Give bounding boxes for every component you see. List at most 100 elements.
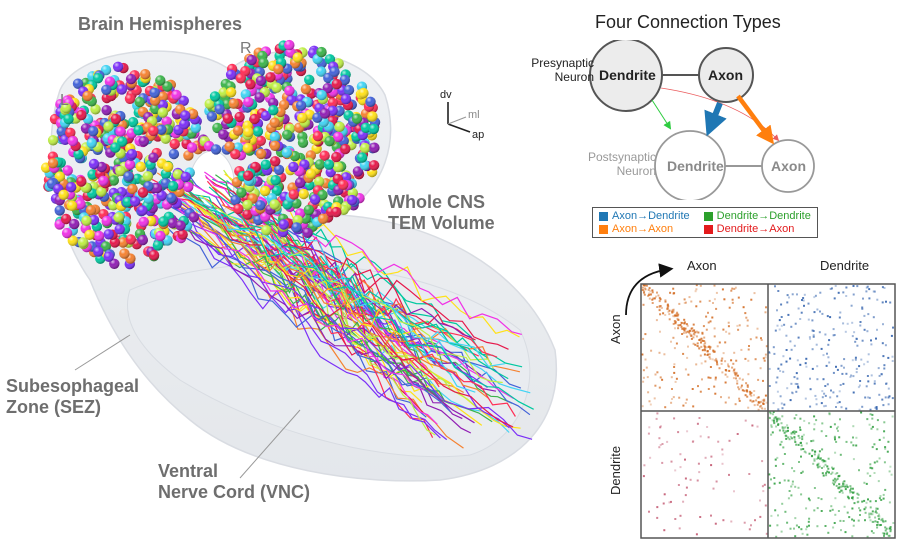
matrix-cell: [651, 291, 654, 294]
matrix-cell: [791, 391, 794, 394]
pre-dendrite-node: [589, 40, 663, 112]
matrix-cell: [846, 485, 849, 488]
soma-shading: [180, 110, 191, 121]
matrix-cell: [856, 501, 859, 504]
matrix-cell: [852, 524, 855, 527]
matrix-cell: [773, 477, 776, 479]
matrix-cell: [803, 419, 806, 422]
matrix-cell: [824, 525, 827, 527]
matrix-cell: [832, 328, 835, 331]
matrix-cell: [762, 379, 764, 382]
matrix-cell: [746, 390, 749, 393]
matrix-cell: [687, 345, 689, 348]
matrix-cell: [645, 284, 648, 287]
matrix-cell: [780, 440, 783, 443]
matrix-cell: [825, 474, 828, 477]
legend-axon-axon: Axon→Axon: [599, 223, 690, 235]
matrix-cell: [718, 341, 721, 344]
matrix-cell: [680, 325, 683, 328]
matrix-cell: [807, 520, 810, 523]
matrix-cell: [748, 528, 751, 531]
soma-shading: [261, 225, 272, 236]
matrix-cell: [709, 357, 712, 360]
matrix-cell: [804, 397, 807, 400]
matrix-cell: [704, 456, 707, 459]
left-hemisphere-label: L: [60, 92, 69, 109]
matrix-cell: [871, 446, 874, 449]
matrix-cell: [852, 425, 855, 428]
matrix-cell: [890, 334, 893, 337]
matrix-cell: [884, 529, 887, 532]
matrix-cell: [791, 467, 793, 470]
matrix-cell: [707, 346, 710, 348]
matrix-cell: [663, 493, 666, 496]
matrix-cell: [768, 473, 771, 476]
matrix-cell: [786, 387, 789, 390]
matrix-cell: [861, 500, 864, 503]
soma-shading: [93, 246, 104, 257]
matrix-cell: [809, 337, 811, 340]
matrix-cell: [659, 426, 662, 429]
matrix-cell: [789, 399, 792, 402]
matrix-cell: [764, 407, 766, 410]
matrix-cell: [881, 517, 884, 520]
soma-shading: [67, 135, 79, 147]
matrix-cell: [778, 319, 781, 322]
matrix-cell: [806, 533, 809, 536]
matrix-cell: [849, 485, 852, 488]
soma-shading: [109, 258, 120, 269]
matrix-cell: [871, 510, 874, 513]
matrix-cell: [887, 534, 890, 537]
matrix-cell: [781, 426, 784, 429]
matrix-cell: [783, 403, 786, 406]
soma-shading: [148, 250, 160, 261]
matrix-cell: [810, 455, 813, 458]
matrix-cell: [840, 485, 843, 488]
matrix-cell: [644, 333, 647, 336]
matrix-cell: [816, 365, 819, 368]
matrix-cell: [876, 460, 879, 463]
matrix-cell: [659, 313, 662, 316]
matrix-cell: [730, 289, 733, 292]
soma-shading: [258, 57, 269, 69]
matrix-cell: [851, 359, 854, 362]
matrix-cell: [840, 529, 842, 532]
matrix-cell: [835, 478, 838, 481]
neurite: [155, 187, 464, 449]
matrix-cell: [866, 418, 869, 421]
matrix-cell: [642, 303, 645, 306]
soma-shading: [303, 204, 315, 216]
soma-shading: [188, 212, 199, 223]
matrix-cell: [845, 483, 848, 486]
legend-label: Dendrite→Dendrite: [716, 210, 811, 222]
matrix-cell: [679, 453, 682, 456]
matrix-cell: [832, 334, 835, 337]
legend-label: Axon→Dendrite: [612, 210, 690, 222]
matrix-cell: [834, 481, 837, 484]
soma-shading: [134, 96, 145, 108]
matrix-cell: [641, 405, 644, 408]
matrix-cell: [651, 302, 654, 304]
matrix-cell: [772, 346, 775, 349]
soma-shading: [88, 214, 100, 226]
soma-shading: [271, 185, 282, 196]
matrix-cell: [717, 440, 720, 443]
matrix-cell: [782, 429, 785, 432]
matrix-cell: [864, 506, 867, 509]
matrix-cell: [770, 514, 773, 517]
matrix-cell: [878, 438, 881, 441]
matrix-cell: [876, 526, 879, 529]
matrix-cell: [647, 391, 650, 394]
presynaptic-label: Presynaptic Neuron: [524, 56, 594, 84]
soma-shading: [93, 230, 105, 242]
matrix-cell: [861, 306, 864, 309]
soma-shading: [183, 181, 194, 193]
matrix-cell: [824, 385, 827, 387]
matrix-cell: [707, 388, 710, 390]
matrix-cell: [684, 327, 687, 330]
matrix-cell: [714, 392, 717, 395]
matrix-cell: [666, 308, 669, 311]
matrix-cell: [883, 534, 885, 537]
matrix-cell: [713, 359, 716, 362]
matrix-cell: [843, 505, 846, 508]
